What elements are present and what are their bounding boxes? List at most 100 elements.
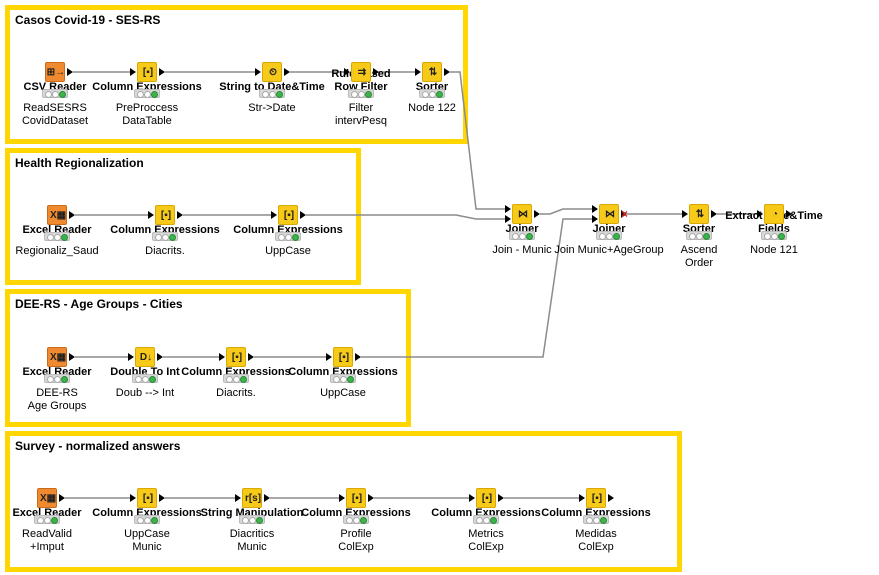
input-port[interactable] bbox=[579, 494, 585, 502]
node-sorter[interactable]: Sorter⇅Node 122 bbox=[372, 62, 492, 152]
node-label[interactable]: Profile ColExp bbox=[338, 528, 374, 553]
node-label[interactable]: Metrics ColExp bbox=[468, 528, 504, 553]
node-icon-box[interactable]: ⏲ bbox=[262, 62, 282, 82]
node-column-expressions[interactable]: Column Expressions[▪]Metrics ColExp bbox=[426, 488, 546, 575]
connection-n12-n20[interactable] bbox=[361, 218, 593, 358]
node-icon-box[interactable]: [▪] bbox=[346, 488, 366, 508]
node-column-expressions[interactable]: Column Expressions[▪]PreProccess DataTab… bbox=[87, 62, 207, 152]
node-rule-based-row-filter[interactable]: Rule-based Row Filter⇉Filter intervPesq bbox=[301, 62, 421, 152]
node-label[interactable]: PreProccess DataTable bbox=[115, 102, 179, 127]
node-icon-box[interactable]: ⋈ bbox=[512, 204, 532, 224]
output-port[interactable] bbox=[608, 494, 614, 502]
node-label[interactable]: Filter intervPesq bbox=[335, 102, 387, 127]
node-icon-box[interactable]: D↓ bbox=[135, 347, 155, 367]
input-port[interactable] bbox=[219, 353, 225, 361]
output-port[interactable] bbox=[159, 494, 165, 502]
node-label[interactable]: Diacritics Munic bbox=[229, 528, 275, 553]
input-port[interactable] bbox=[592, 205, 598, 213]
output-port[interactable] bbox=[786, 210, 792, 218]
output-port[interactable] bbox=[300, 211, 306, 219]
node-joiner[interactable]: Joiner⋈×Join Munic+AgeGroup bbox=[549, 204, 669, 294]
input-port[interactable] bbox=[271, 211, 277, 219]
input-port[interactable] bbox=[130, 68, 136, 76]
node-label[interactable]: ReadValid +Imput bbox=[22, 528, 72, 553]
node-icon-box[interactable]: X▦ bbox=[47, 205, 67, 225]
node-icon-box[interactable]: [▪] bbox=[333, 347, 353, 367]
node-label[interactable]: Diacrits. bbox=[216, 387, 256, 399]
output-port[interactable] bbox=[368, 494, 374, 502]
connection-n19-n20[interactable] bbox=[540, 208, 593, 215]
node-icon-box[interactable]: [▪] bbox=[586, 488, 606, 508]
node-icon-box[interactable]: [▪] bbox=[137, 62, 157, 82]
node-icon-box[interactable]: X▦ bbox=[37, 488, 57, 508]
input-port[interactable] bbox=[128, 353, 134, 361]
output-port[interactable] bbox=[159, 68, 165, 76]
node-column-expressions[interactable]: Column Expressions[▪]Diacrits. bbox=[176, 347, 296, 437]
input-port[interactable] bbox=[148, 211, 154, 219]
node-label[interactable]: Str->Date bbox=[248, 102, 296, 114]
output-port[interactable] bbox=[444, 68, 450, 76]
input-port[interactable] bbox=[344, 68, 350, 76]
output-port[interactable] bbox=[621, 210, 627, 218]
output-port[interactable] bbox=[248, 353, 254, 361]
node-string-to-date-time[interactable]: String to Date&Time⏲Str->Date bbox=[212, 62, 332, 152]
node-label[interactable]: UppCase Munic bbox=[124, 528, 170, 553]
input-port[interactable] bbox=[469, 494, 475, 502]
node-label[interactable]: Medidas ColExp bbox=[575, 528, 617, 553]
node-icon-box[interactable]: X▦ bbox=[47, 347, 67, 367]
node-label[interactable]: Node 121 bbox=[750, 244, 798, 256]
node-joiner[interactable]: Joiner⋈Join - Munic bbox=[462, 204, 582, 294]
output-port[interactable] bbox=[373, 68, 379, 76]
output-port[interactable] bbox=[177, 211, 183, 219]
node-icon-box[interactable]: [▪] bbox=[226, 347, 246, 367]
output-port[interactable] bbox=[355, 353, 361, 361]
node-icon-box[interactable]: ⊞→ bbox=[45, 62, 65, 82]
node-icon-box[interactable]: [▪] bbox=[476, 488, 496, 508]
node-label[interactable]: Join Munic+AgeGroup bbox=[554, 244, 664, 256]
input-port[interactable] bbox=[757, 210, 763, 218]
output-port[interactable] bbox=[498, 494, 504, 502]
node-icon-box[interactable]: [▪] bbox=[137, 488, 157, 508]
node-icon-box[interactable]: ⋈ bbox=[599, 204, 619, 224]
node-column-expressions[interactable]: Column Expressions[▪]UppCase bbox=[228, 205, 348, 295]
output-port[interactable] bbox=[711, 210, 717, 218]
node-icon-box[interactable]: ◔ bbox=[764, 204, 784, 224]
node-icon-box[interactable]: [▪] bbox=[278, 205, 298, 225]
node-column-expressions[interactable]: Column Expressions[▪]Medidas ColExp bbox=[536, 488, 656, 575]
node-label[interactable]: Doub --> Int bbox=[115, 387, 175, 399]
output-port[interactable] bbox=[67, 68, 73, 76]
node-label[interactable]: DEE-RS Age Groups bbox=[27, 387, 87, 412]
input-port[interactable] bbox=[255, 68, 261, 76]
connection-n8-n19[interactable] bbox=[306, 214, 506, 220]
input-port[interactable] bbox=[505, 205, 511, 213]
output-port[interactable] bbox=[534, 210, 540, 218]
node-label[interactable]: UppCase bbox=[265, 245, 311, 257]
node-csv-reader[interactable]: CSV Reader⊞→ReadSESRS CovidDataset bbox=[0, 62, 115, 152]
input-port[interactable] bbox=[682, 210, 688, 218]
node-label[interactable]: UppCase bbox=[320, 387, 366, 399]
node-label[interactable]: ReadSESRS CovidDataset bbox=[21, 102, 89, 127]
input-port[interactable] bbox=[235, 494, 241, 502]
node-label[interactable]: Diacrits. bbox=[145, 245, 185, 257]
input-port[interactable] bbox=[592, 215, 598, 223]
node-column-expressions[interactable]: Column Expressions[▪]Profile ColExp bbox=[296, 488, 416, 575]
node-icon-box[interactable]: ⇅ bbox=[422, 62, 442, 82]
input-port[interactable] bbox=[415, 68, 421, 76]
node-column-expressions[interactable]: Column Expressions[▪]UppCase bbox=[283, 347, 403, 437]
output-port[interactable] bbox=[69, 211, 75, 219]
node-extract-date-time-fields[interactable]: Extract Date&Time Fields◔Node 121 bbox=[714, 204, 834, 294]
connection-n5-n19[interactable] bbox=[450, 71, 506, 210]
input-port[interactable] bbox=[505, 215, 511, 223]
node-label[interactable]: Ascend Order bbox=[680, 244, 718, 269]
node-icon-box[interactable]: [▪] bbox=[155, 205, 175, 225]
node-label[interactable]: Node 122 bbox=[408, 102, 456, 114]
output-port[interactable] bbox=[284, 68, 290, 76]
output-port[interactable] bbox=[157, 353, 163, 361]
node-column-expressions[interactable]: Column Expressions[▪]Diacrits. bbox=[105, 205, 225, 295]
